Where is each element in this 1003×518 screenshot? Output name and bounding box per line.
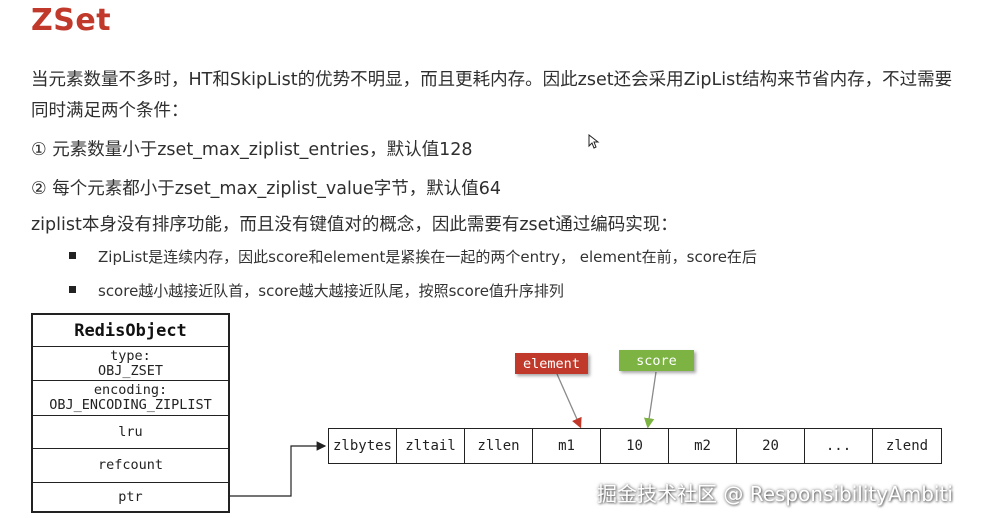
redis-object-box: RedisObject type: OBJ_ZSET encoding: OBJ… <box>31 313 230 513</box>
element-arrow <box>556 373 582 429</box>
bullet-item-1: ZipList是连续内存，因此score和element是紧挨在一起的两个ent… <box>98 248 757 266</box>
score-arrow <box>643 371 657 429</box>
score-tag: score <box>619 350 694 371</box>
ziplist-cell-m2: m2 <box>669 429 737 463</box>
ziplist-cell-zlend: zlend <box>885 438 929 454</box>
type-value: OBJ_ZSET <box>97 362 164 379</box>
condition-2: ② 每个元素都小于zset_max_ziplist_value字节，默认值64 <box>31 179 501 199</box>
mouse-cursor-icon <box>588 134 600 149</box>
bullet-square-icon <box>69 252 76 259</box>
redis-object-lru-row: lru <box>33 415 228 448</box>
ziplist-cell-score-10: 10 <box>601 429 669 463</box>
ziplist-cell-zllen: zllen <box>465 429 533 463</box>
redis-object-encoding-row: encoding: OBJ_ENCODING_ZIPLIST <box>33 380 228 415</box>
refcount-label: refcount <box>97 457 164 473</box>
ziplist-cell-zlbytes: zlbytes <box>329 429 397 463</box>
ziplist-cell-score-20: 20 <box>737 429 805 463</box>
encoding-label: encoding: <box>93 382 168 398</box>
lru-label: lru <box>118 423 143 440</box>
bullet-square-icon <box>69 286 76 293</box>
ziplist-row: zlbytes zltail zllen m1 10 m2 20 ... zle… <box>328 428 942 464</box>
type-label: type: <box>110 347 151 364</box>
encoding-value: OBJ_ENCODING_ZIPLIST <box>49 397 212 413</box>
ptr-label: ptr <box>118 488 143 505</box>
bullet-item-2: score越小越接近队首，score越大越接近队尾，按照score值升序排列 <box>98 282 564 300</box>
intro-line-2: 同时满足两个条件： <box>31 101 189 121</box>
redis-object-ptr-row: ptr <box>33 482 228 511</box>
redis-object-header: RedisObject <box>74 320 187 341</box>
ziplist-cell-m1: m1 <box>533 429 601 463</box>
watermark: 掘金技术社区 @ ResponsibilityAmbiti <box>597 482 953 506</box>
intro-line-1: 当元素数量不多时，HT和SkipList的优势不明显，而且更耗内存。因此zset… <box>31 70 953 90</box>
ziplist-cell-zltail: zltail <box>397 429 465 463</box>
condition-1: ① 元素数量小于zset_max_ziplist_entries，默认值128 <box>31 140 473 160</box>
ziplist-cell-ellipsis: ... <box>805 429 873 463</box>
ziplist-intro: ziplist本身没有排序功能，而且没有键值对的概念，因此需要有zset通过编码… <box>31 215 678 235</box>
redis-object-type-row: type: OBJ_ZSET <box>33 346 228 380</box>
element-tag: element <box>515 353 588 374</box>
ptr-arrow <box>230 441 327 497</box>
page-title: ZSet <box>31 3 112 38</box>
redis-object-refcount-row: refcount <box>33 448 228 482</box>
